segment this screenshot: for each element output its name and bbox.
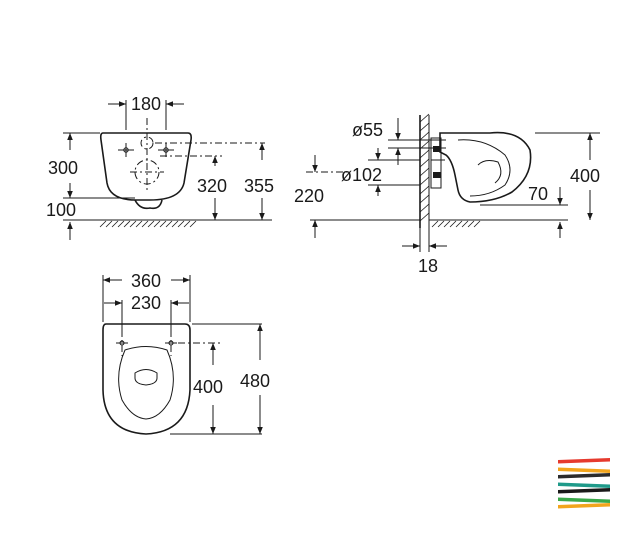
logo-stripe xyxy=(558,482,610,488)
top-view-fixing-holes xyxy=(116,340,177,346)
dim-300: 300 xyxy=(48,158,78,178)
logo-stripe xyxy=(558,458,610,464)
top-view: 360 230 400 480 xyxy=(102,271,270,435)
dim-480: 480 xyxy=(240,371,270,391)
logo-stripe xyxy=(558,497,610,503)
dim-400-side: 400 xyxy=(570,166,600,186)
brand-logo xyxy=(558,458,610,509)
dim-180: 180 xyxy=(131,94,161,114)
dim-100: 100 xyxy=(46,200,76,220)
dim-220: 220 xyxy=(294,186,324,206)
dim-102: ø102 xyxy=(341,165,382,185)
logo-stripe xyxy=(558,467,610,473)
dim-355: 355 xyxy=(244,176,274,196)
side-view-wall-hatch xyxy=(419,113,430,222)
logo-stripe xyxy=(558,473,610,479)
side-view: ø55 ø102 220 400 70 18 xyxy=(294,113,600,276)
top-view-bowl-outline xyxy=(102,323,191,435)
front-view-floor-hatch xyxy=(99,220,197,228)
top-view-seat-opening xyxy=(118,346,174,420)
front-view-foot xyxy=(134,199,163,210)
front-view-fixing-holes xyxy=(118,143,174,157)
logo-stripe xyxy=(558,488,610,494)
dim-18: 18 xyxy=(418,256,438,276)
side-view-bowl-outline xyxy=(439,131,532,203)
dim-360: 360 xyxy=(131,271,161,291)
front-view-bowl-outline xyxy=(99,132,192,201)
front-view: 180 300 100 320 355 xyxy=(46,94,274,240)
dim-70: 70 xyxy=(528,184,548,204)
dim-400-top: 400 xyxy=(193,377,223,397)
dim-320: 320 xyxy=(197,176,227,196)
front-view-inlet-circle xyxy=(140,136,154,150)
dim-55: ø55 xyxy=(352,120,383,140)
dim-230: 230 xyxy=(131,293,161,313)
logo-stripe xyxy=(558,503,610,509)
